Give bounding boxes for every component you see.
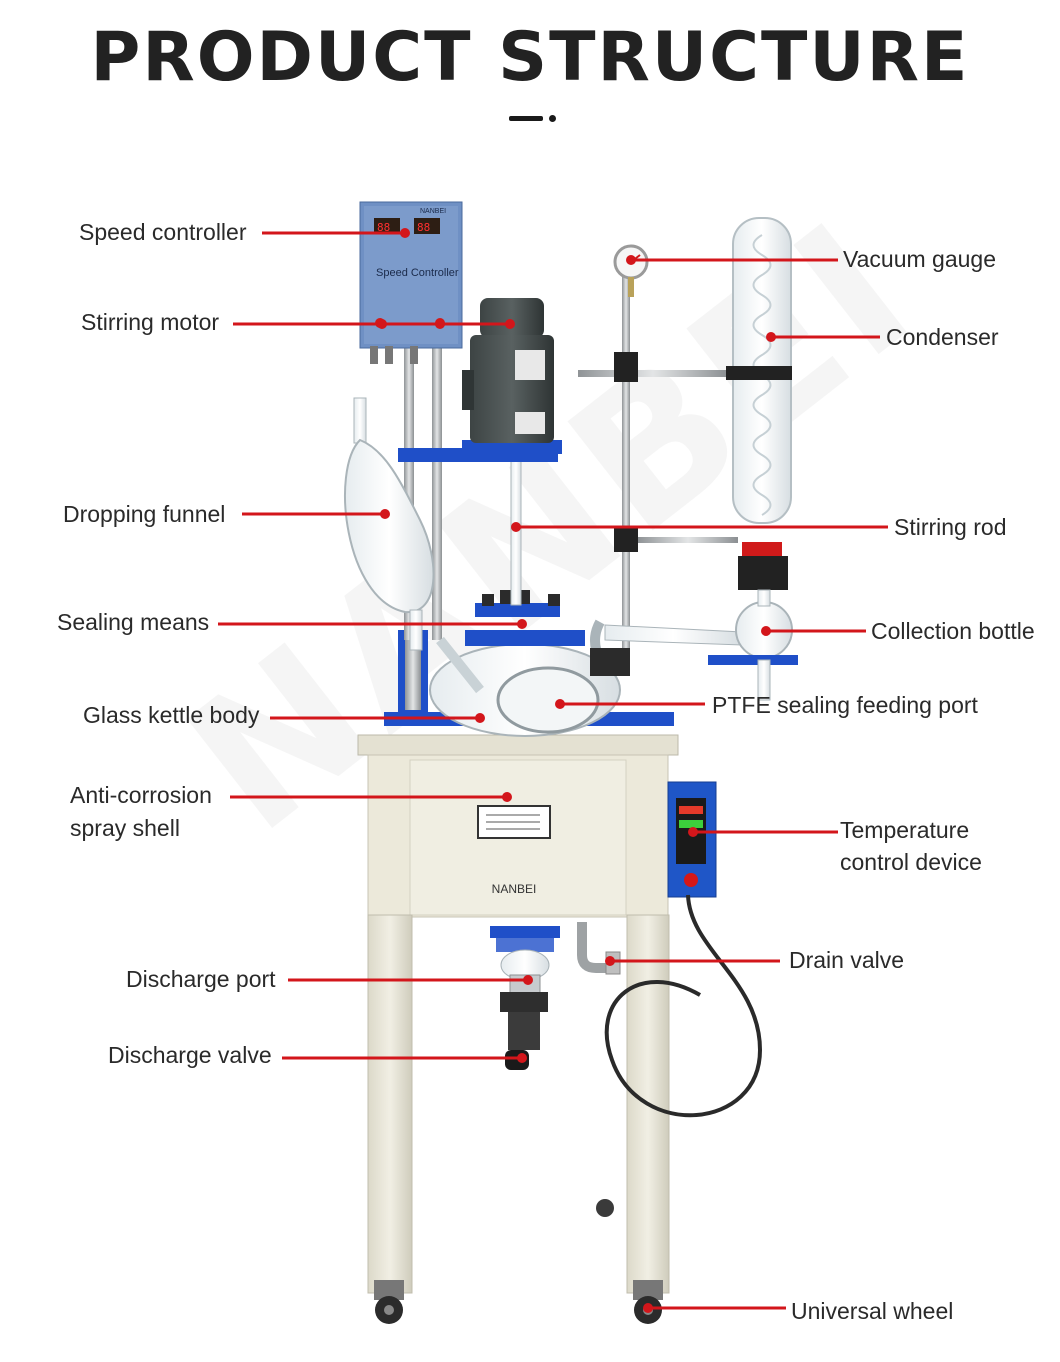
dot-anti-corrosion xyxy=(502,792,512,802)
support-pole-right xyxy=(432,340,442,640)
clamp-bottom xyxy=(614,528,638,552)
title-underline-dash xyxy=(509,116,543,121)
dropping-funnel-glass xyxy=(344,397,435,651)
label-discharge-port: Discharge port xyxy=(126,966,276,992)
label-anti-corrosion-line2: spray shell xyxy=(70,815,180,841)
label-glass-kettle-body: Glass kettle body xyxy=(83,702,260,728)
label-temperature-line1: Temperature xyxy=(840,817,970,843)
dot-condenser xyxy=(766,332,776,342)
condenser-glass xyxy=(726,217,792,590)
label-stirring-motor: Stirring motor xyxy=(81,309,220,335)
label-condenser: Condenser xyxy=(886,324,999,350)
label-stirring-rod: Stirring rod xyxy=(894,514,1007,540)
cable xyxy=(604,894,763,1118)
dot-discharge-port xyxy=(523,975,533,985)
dot-speed-controller xyxy=(400,228,410,238)
page-title: PRODUCT STRUCTURE xyxy=(90,18,970,97)
dot-stirring-motor-b xyxy=(435,319,445,329)
label-anti-corrosion-line1: Anti-corrosion xyxy=(70,782,212,808)
cabinet-brand: NANBEI xyxy=(492,882,537,896)
stirring-motor-body xyxy=(462,298,554,443)
dot-drain-valve xyxy=(605,956,615,966)
label-discharge-valve: Discharge valve xyxy=(108,1042,272,1068)
leader-lines xyxy=(218,228,888,1313)
speed-controller-box: 88 88 NANBEI Speed Controller xyxy=(359,201,463,364)
label-vacuum-gauge: Vacuum gauge xyxy=(843,246,997,272)
svg-text:88: 88 xyxy=(417,221,430,234)
dot-stirring-motor-a xyxy=(377,319,387,329)
drain-valve-body xyxy=(577,922,621,975)
label-dropping-funnel: Dropping funnel xyxy=(63,501,226,527)
discharge-assembly xyxy=(490,926,560,1070)
svg-text:88: 88 xyxy=(377,221,390,234)
dot-stirring-motor-c xyxy=(505,319,515,329)
temperature-controller-box xyxy=(667,781,717,898)
dot-dropping-funnel xyxy=(380,509,390,519)
label-temperature-line2: control device xyxy=(840,849,982,875)
clamp-top xyxy=(614,352,638,382)
dot-vacuum-gauge xyxy=(626,255,636,265)
label-drain-valve: Drain valve xyxy=(789,947,905,973)
collection-bottle-glass xyxy=(590,589,798,701)
support-pole-condenser xyxy=(622,270,630,660)
label-universal-wheel: Universal wheel xyxy=(791,1298,954,1324)
clamp-arm-top xyxy=(578,370,728,377)
dot-collection-bottle xyxy=(761,626,771,636)
clamp-arm-bottom xyxy=(638,537,738,543)
label-collection-bottle: Collection bottle xyxy=(871,618,1035,644)
stand-cabinet: NANBEI xyxy=(357,734,679,1324)
glass-kettle xyxy=(429,590,621,737)
dot-universal-wheel xyxy=(643,1303,653,1313)
dot-temperature xyxy=(688,827,698,837)
dot-glass-kettle xyxy=(475,713,485,723)
label-ptfe-port: PTFE sealing feeding port xyxy=(712,692,978,718)
dot-sealing-means xyxy=(517,619,527,629)
dot-ptfe-port xyxy=(555,699,565,709)
title-underline-dot xyxy=(549,115,556,122)
motor-mount xyxy=(398,440,562,462)
vacuum-gauge-body xyxy=(613,244,649,297)
controller-text: Speed Controller xyxy=(376,267,459,279)
dot-discharge-valve xyxy=(517,1053,527,1063)
label-sealing-means: Sealing means xyxy=(57,609,210,635)
label-speed-controller: Speed controller xyxy=(79,219,247,245)
support-pole-left xyxy=(404,340,414,640)
controller-brand: NANBEI xyxy=(420,208,446,215)
dot-stirring-rod xyxy=(511,522,521,532)
